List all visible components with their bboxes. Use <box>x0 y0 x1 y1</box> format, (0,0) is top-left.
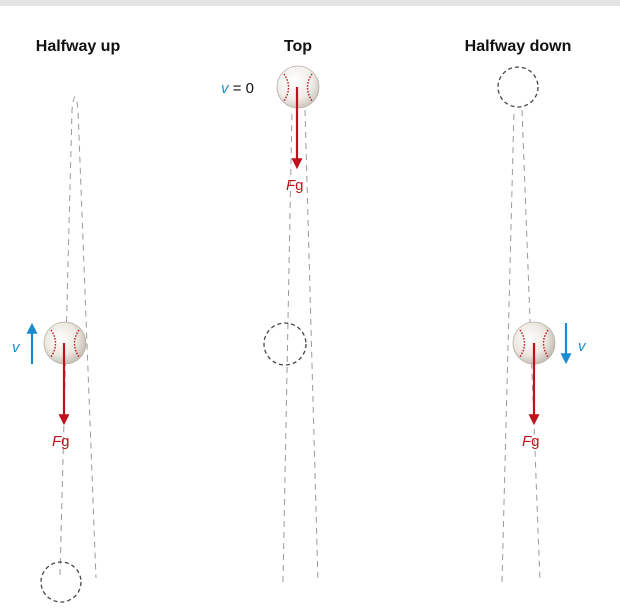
velocity-label: v <box>578 338 587 355</box>
heading-halfway-up: Halfway up <box>36 38 121 55</box>
velocity-label: v <box>12 339 21 356</box>
force-label-symbol: F <box>52 433 62 450</box>
trajectory-path <box>304 109 319 583</box>
dashed-circle-icon <box>263 322 307 366</box>
trajectory-path <box>282 109 293 583</box>
force-label-symbol: F <box>286 177 296 194</box>
heading-halfway-down: Halfway down <box>465 38 572 55</box>
force-label-subscript: g <box>295 177 303 194</box>
velocity-symbol: v <box>221 80 230 97</box>
panel-halfway-up: Fg v <box>12 96 97 603</box>
force-label-subscript: g <box>531 433 539 450</box>
velocity-value: = 0 <box>229 80 254 97</box>
force-label: Fg <box>286 177 304 194</box>
dashed-circle-icon <box>497 66 539 108</box>
force-label-symbol: F <box>522 433 532 450</box>
dashed-circle-icon <box>40 561 82 603</box>
trajectory-path <box>59 96 97 579</box>
velocity-zero-label: v = 0 <box>221 80 254 97</box>
force-label-subscript: g <box>61 433 69 450</box>
heading-top: Top <box>284 38 312 55</box>
trajectory-path <box>501 109 515 583</box>
top-band <box>0 0 620 6</box>
force-label: Fg <box>52 433 70 450</box>
force-label: Fg <box>522 433 540 450</box>
panel-top: Fg v = 0 <box>221 65 320 583</box>
panel-halfway-down: Fg v <box>497 66 587 583</box>
